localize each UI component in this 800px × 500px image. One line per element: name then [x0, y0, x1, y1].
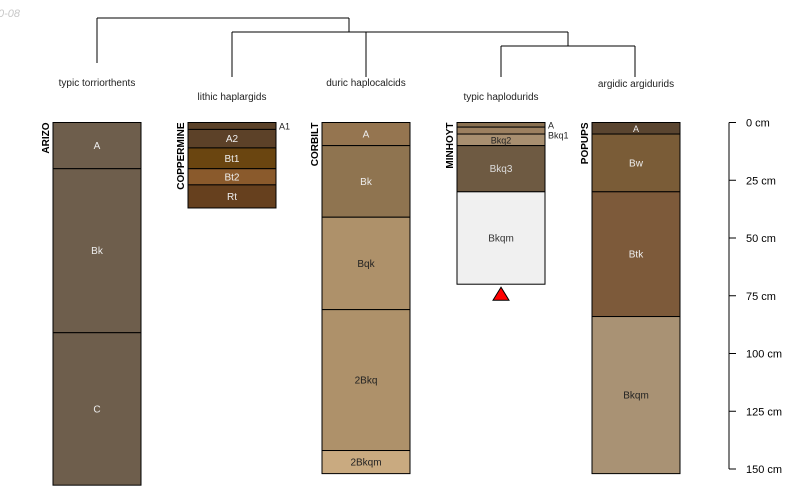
profile-id-label: POPUPS: [580, 122, 591, 164]
horizon-a1: [187, 122, 277, 130]
horizon-label: Btk: [629, 250, 644, 261]
taxon-label: argidic argidurids: [598, 79, 674, 90]
horizon-bkqm: [591, 316, 681, 475]
horizon-label: A: [94, 141, 101, 152]
horizon-label: Bkq2: [491, 135, 512, 145]
depth-axis-label: 75 cm: [746, 291, 776, 303]
horizon-label: 2Bkq: [355, 376, 378, 387]
horizon-label: A1: [279, 121, 290, 131]
taxon-label: lithic haplargids: [198, 92, 267, 103]
taxon-label: typic haplodurids: [463, 92, 538, 103]
depth-axis-label: 50 cm: [746, 233, 776, 245]
profile-id-label: MINHOYT: [445, 123, 456, 169]
horizon-bqk: [321, 216, 411, 311]
horizon-btk: [591, 191, 681, 318]
depth-axis-label: 125 cm: [746, 406, 782, 418]
horizon-label: Bkq3: [490, 164, 513, 175]
horizon-label: Bt1: [224, 154, 239, 165]
horizon-label: A: [548, 120, 554, 130]
horizon-2bkqm: [321, 450, 411, 475]
horizon-bkq3: [456, 145, 546, 193]
horizon-label: Bk: [360, 177, 373, 188]
horizon-label: Bk: [91, 246, 104, 257]
horizon-bkqm: [456, 191, 546, 285]
horizon-bkq1: [456, 126, 546, 135]
depth-axis-label: 25 cm: [746, 175, 776, 187]
horizon-2bkq: [321, 309, 411, 452]
taxon-label: duric haplocalcids: [326, 78, 406, 89]
horizon-label: Bw: [629, 158, 644, 169]
horizon-label: Bkqm: [488, 234, 514, 245]
horizon-label: A2: [226, 134, 239, 145]
horizon-label: Bkqm: [623, 391, 649, 402]
horizon-label: Rt: [227, 192, 237, 203]
horizon-a: [456, 122, 546, 128]
horizon-label: 2Bkqm: [350, 458, 381, 469]
depth-axis-label: 100 cm: [746, 349, 782, 361]
horizon-bk: [321, 145, 411, 218]
profile-id-label: CORBILT: [310, 123, 321, 167]
profile-id-label: ARIZO: [41, 122, 52, 153]
corner-label: 0-08: [0, 8, 21, 20]
horizon-label: A: [633, 124, 639, 134]
horizon-label: C: [93, 404, 100, 415]
horizon-rt: [187, 184, 277, 209]
horizon-label: Bt2: [224, 172, 239, 183]
horizon-bw: [591, 133, 681, 193]
horizon-bk: [52, 168, 142, 334]
depth-axis-label: 0 cm: [746, 118, 770, 130]
horizon-c: [52, 332, 142, 486]
taxon-label: typic torriorthents: [59, 78, 136, 89]
horizon-a: [52, 122, 142, 170]
horizon-label: A: [363, 130, 370, 141]
contact-marker-triangle-icon: [492, 286, 510, 301]
profile-id-label: COPPERMINE: [176, 122, 187, 190]
horizon-label: Bqk: [357, 259, 375, 270]
horizon-label: Bkq1: [548, 130, 569, 140]
depth-axis-label: 150 cm: [746, 464, 782, 476]
